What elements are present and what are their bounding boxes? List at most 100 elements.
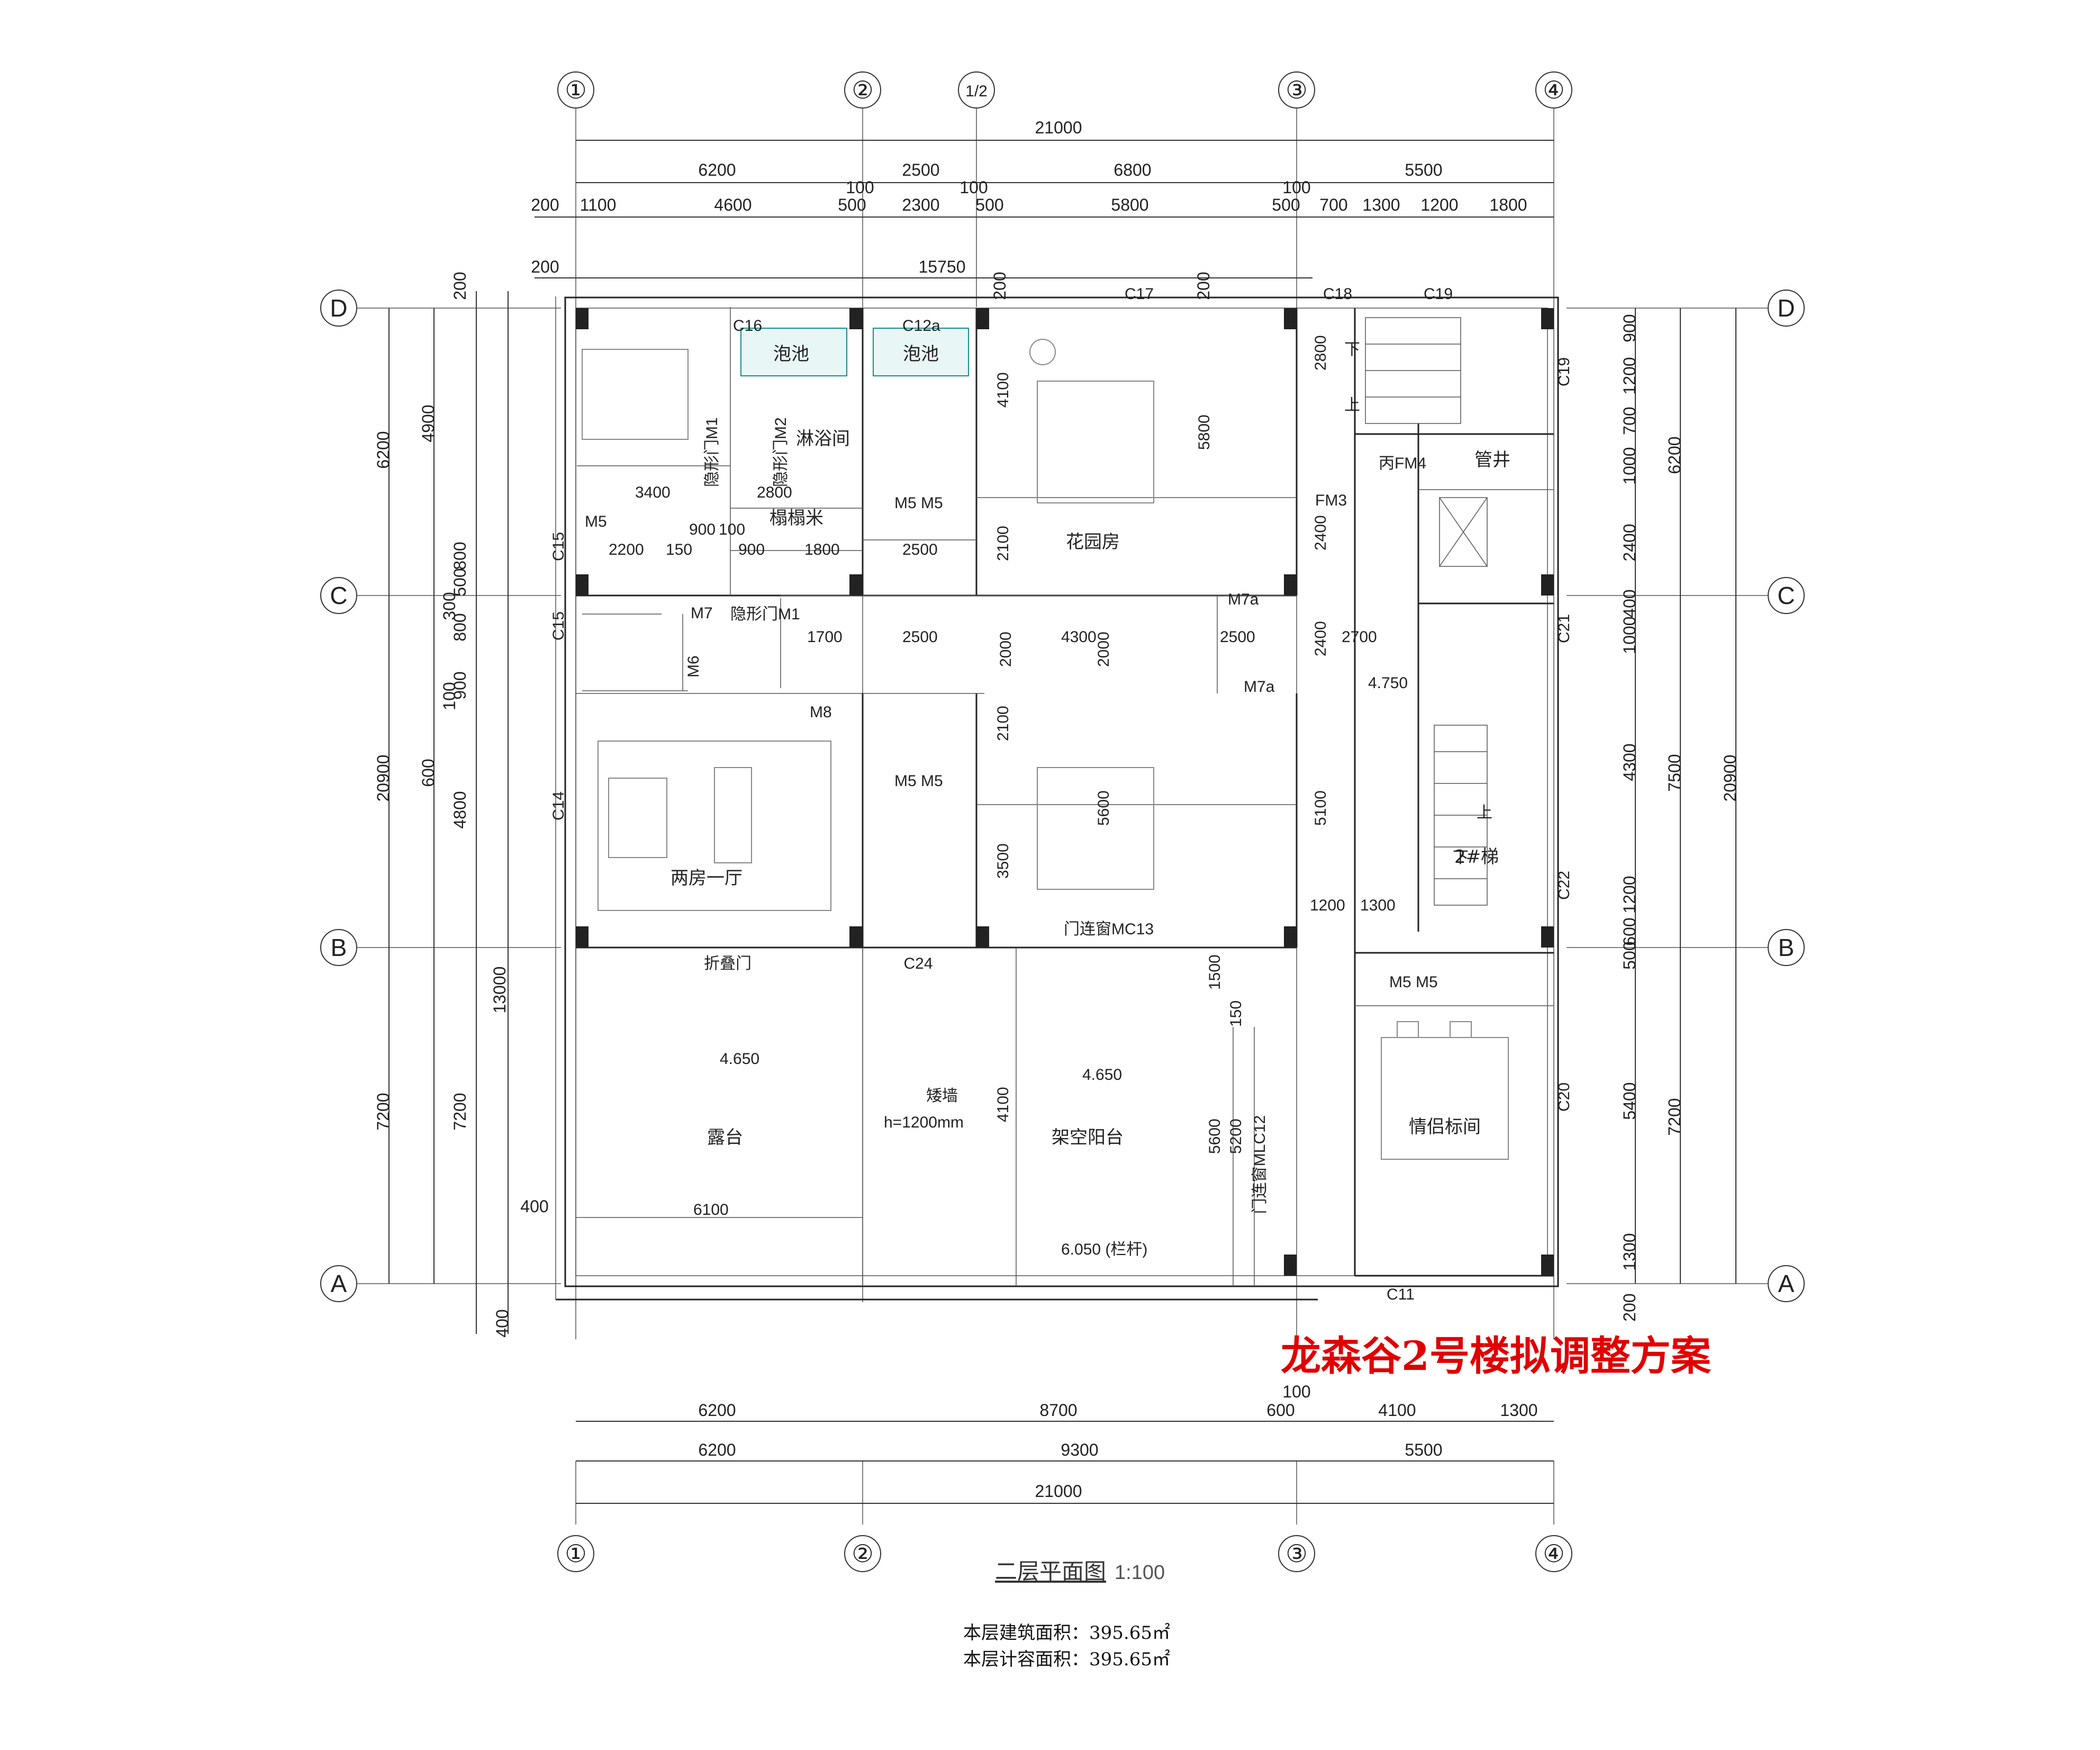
dim-top-200: 200 xyxy=(531,195,559,214)
dim-right-1200a: 1200 xyxy=(1620,357,1639,394)
inner-dim-5800: 5800 xyxy=(1196,414,1213,450)
label-elev-railing: 6.050 (栏杆) xyxy=(1061,1241,1147,1258)
inner-dim-1800: 1800 xyxy=(804,541,840,558)
dim-right-600: 600 xyxy=(1620,917,1639,945)
inner-dim-1700: 1700 xyxy=(807,628,843,646)
dim-bottom-100: 100 xyxy=(1282,1382,1310,1401)
label-c22: C22 xyxy=(1555,871,1573,900)
inner-dim-2500b: 2500 xyxy=(902,628,938,646)
dim-left-500: 500 xyxy=(450,568,469,596)
label-m7: M7 xyxy=(691,605,713,622)
inner-dim-4300: 4300 xyxy=(1061,628,1097,646)
dim-right-700: 700 xyxy=(1620,407,1639,435)
label-c19: C19 xyxy=(1424,285,1453,303)
inner-dim-1200: 1200 xyxy=(1310,897,1345,914)
axis-B-right: B xyxy=(1778,934,1795,961)
label-folding-door: 折叠门 xyxy=(704,955,752,972)
furniture xyxy=(582,317,1509,1160)
label-hidden-door-m2: 隐形门M2 xyxy=(772,417,790,487)
axis-1-bottom: ① xyxy=(565,1540,586,1567)
building-walls xyxy=(555,296,1559,1301)
dim-right-5400: 5400 xyxy=(1620,1082,1639,1120)
inner-dim-1300: 1300 xyxy=(1360,897,1396,914)
inner-dim-100: 100 xyxy=(719,521,745,538)
axis-A-left: A xyxy=(331,1270,347,1297)
inner-dim-5600a: 5600 xyxy=(1095,790,1112,826)
axis-horizontal-lines xyxy=(357,308,1768,1284)
dim-top-6200: 6200 xyxy=(698,160,736,179)
label-elev-balcony: 4.650 xyxy=(1082,1066,1122,1084)
dim-bottom-6200b: 6200 xyxy=(698,1440,736,1459)
area-build: 本层建筑面积：395.65㎡ xyxy=(963,1622,1170,1644)
label-m5-m5-right: M5 M5 xyxy=(1389,973,1438,991)
label-hidden-door-m1a: 隐形门M1 xyxy=(703,417,721,487)
inner-dim-2500a: 2500 xyxy=(902,541,938,558)
axis-3-bottom: ③ xyxy=(1286,1540,1307,1567)
label-c24: C24 xyxy=(903,955,933,972)
dim-top-100b: 100 xyxy=(960,178,988,197)
label-h1200: h=1200mm xyxy=(884,1114,964,1131)
label-c19-side: C19 xyxy=(1555,357,1573,386)
label-c15b: C15 xyxy=(550,611,567,641)
inner-dim-2400b: 2400 xyxy=(1312,621,1329,656)
dim-top-1200: 1200 xyxy=(1420,195,1458,214)
dim-bottom-9300: 9300 xyxy=(1061,1440,1098,1459)
axis-grid-lines xyxy=(575,108,1554,1525)
room-balcony: 架空阳台 xyxy=(1052,1127,1124,1148)
room-shaft: 管井 xyxy=(1474,449,1510,471)
inner-dim-2400a: 2400 xyxy=(1312,515,1329,551)
dim-bottom-600: 600 xyxy=(1266,1401,1295,1420)
dim-top-row4-200b: 200 xyxy=(990,272,1009,300)
dim-top-6800: 6800 xyxy=(1114,160,1151,179)
dim-bottom-6200a: 6200 xyxy=(698,1401,736,1420)
dim-top-total: 21000 xyxy=(1035,118,1082,137)
label-fm3: FM3 xyxy=(1315,492,1347,509)
label-mlc12: 门连窗MLC12 xyxy=(1251,1115,1269,1214)
label-m5-left: M5 xyxy=(585,513,607,530)
plan-title: 二层平面图 xyxy=(995,1558,1107,1584)
dim-left-400a: 400 xyxy=(520,1197,548,1216)
axis-4-top: ④ xyxy=(1543,76,1564,104)
label-m7a-1: M7a xyxy=(1228,591,1259,608)
left-dimensions: 6200 20900 7200 4900 600 13000 7200 4800… xyxy=(374,272,549,1337)
dim-top-1100: 1100 xyxy=(580,195,617,214)
inner-dim-5200: 5200 xyxy=(1227,1118,1245,1154)
axis-bubbles-bottom: ① ② ③ ④ xyxy=(557,1535,1572,1572)
inner-dim-900b: 900 xyxy=(738,541,765,558)
dim-left-7200b: 7200 xyxy=(450,1093,469,1130)
inner-dim-1500: 1500 xyxy=(1206,954,1224,990)
inner-dim-2200: 2200 xyxy=(609,541,644,558)
label-down-stair: 下 xyxy=(1453,849,1469,867)
dim-right-900: 900 xyxy=(1620,314,1639,342)
dim-top-1300: 1300 xyxy=(1362,195,1400,214)
dim-right-1200b: 1200 xyxy=(1620,876,1639,913)
area-plot: 本层计容面积：395.65㎡ xyxy=(963,1649,1170,1670)
dim-right-7200: 7200 xyxy=(1665,1098,1684,1135)
dim-left-400b: 400 xyxy=(493,1309,512,1337)
room-living: 两房一厅 xyxy=(671,868,743,889)
inner-dim-5100: 5100 xyxy=(1312,790,1329,826)
label-c17: C17 xyxy=(1125,285,1154,303)
dim-top-row4-200c: 200 xyxy=(1194,272,1213,300)
label-mc13: 门连窗MC13 xyxy=(1064,921,1154,938)
dim-bottom-1300: 1300 xyxy=(1500,1401,1537,1420)
dim-top-700: 700 xyxy=(1319,195,1347,214)
axis-D-left: D xyxy=(330,294,347,322)
right-dimensions: 900 1200 700 1000 2400 400 1000 4300 120… xyxy=(1620,308,1740,1322)
dim-right-20900: 20900 xyxy=(1721,755,1740,802)
dim-top-row4-200a: 200 xyxy=(531,257,559,276)
dim-top-500c: 500 xyxy=(1272,195,1300,214)
axis-C-left: C xyxy=(330,582,347,609)
axis-A-right: A xyxy=(1778,1270,1795,1297)
dim-left-6200: 6200 xyxy=(374,431,393,468)
dim-top-100c: 100 xyxy=(1282,178,1310,197)
inner-dim-150: 150 xyxy=(666,541,692,558)
dim-top-15750: 15750 xyxy=(919,257,966,276)
dim-bottom-5500: 5500 xyxy=(1405,1440,1442,1459)
label-m8: M8 xyxy=(810,703,832,721)
label-fm4: 丙FM4 xyxy=(1379,455,1426,472)
dim-left-7200a: 7200 xyxy=(374,1093,393,1130)
label-c18: C18 xyxy=(1323,285,1352,303)
structural-columns xyxy=(576,308,1554,1276)
room-terrace: 露台 xyxy=(707,1127,743,1148)
